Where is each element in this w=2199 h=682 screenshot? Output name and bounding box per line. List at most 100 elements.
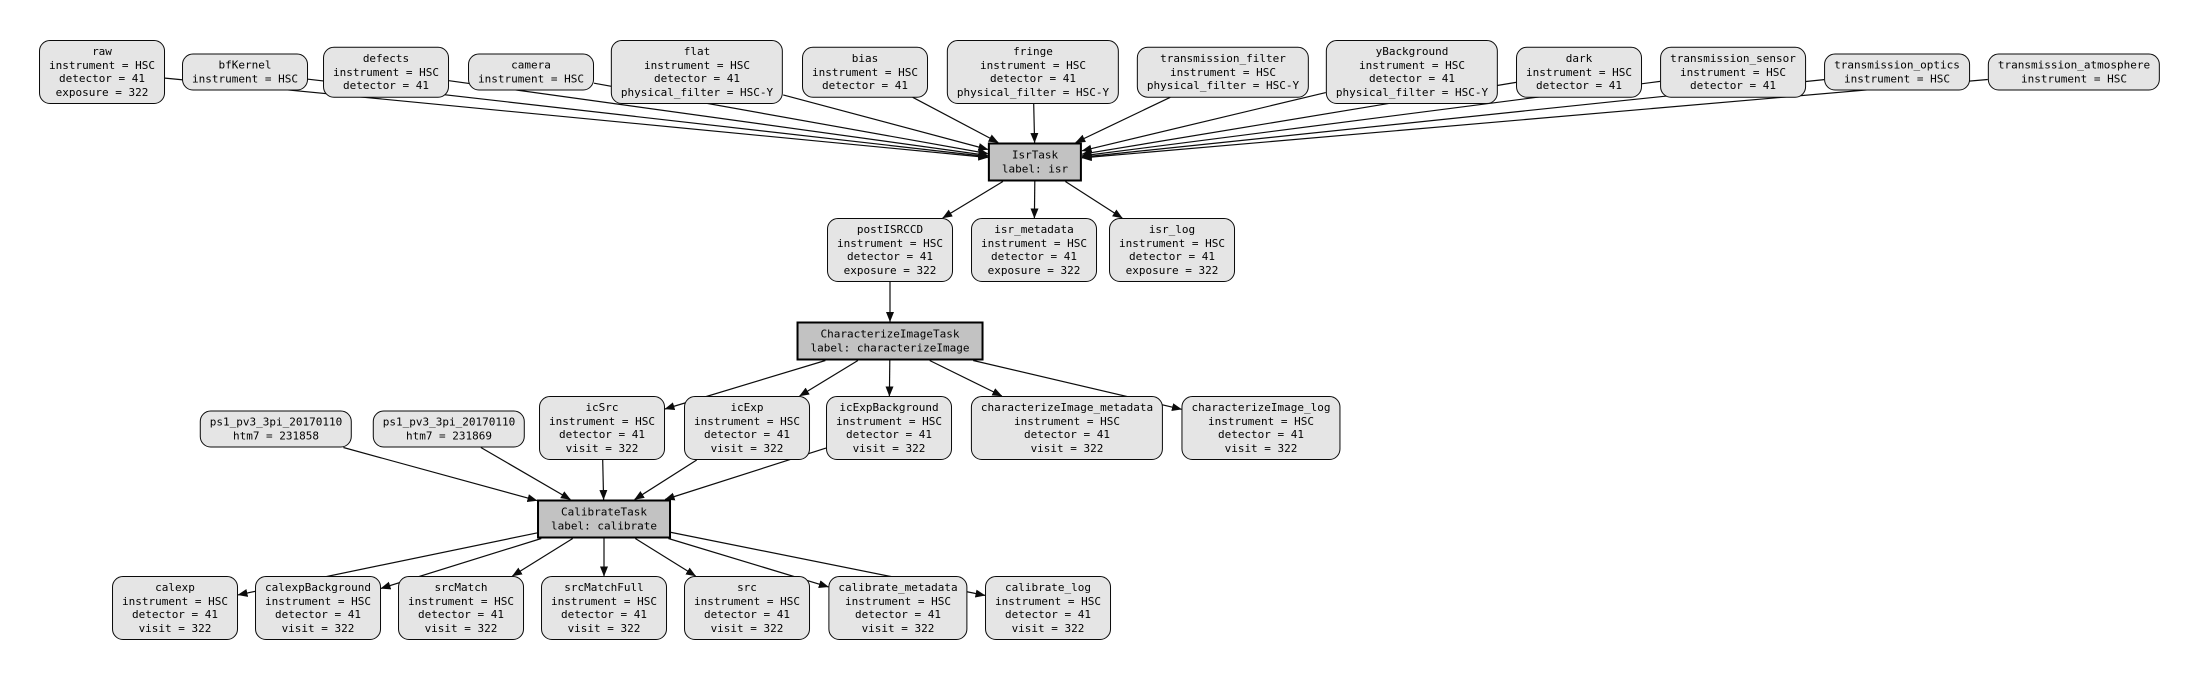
node-attr: instrument = HSC — [981, 236, 1087, 250]
node-title: calexpBackground — [265, 581, 371, 594]
node-attr: detector = 41 — [1689, 78, 1777, 92]
edge-bias-to-isr — [912, 96, 999, 144]
edge-calibrate-to-src — [634, 537, 697, 577]
node-attr: instrument = HSC — [333, 65, 439, 79]
node-attr: detector = 41 — [1004, 608, 1092, 621]
node-attr: instrument = HSC — [551, 594, 657, 608]
node-attr: instrument = HSC — [980, 58, 1086, 72]
node-title: ps1_pv3_3pi_20170110 — [209, 415, 343, 429]
node-title: src — [737, 581, 757, 594]
node-attr: detector = 41 — [560, 608, 648, 621]
node-title: defects — [362, 51, 410, 65]
node-attr: visit = 322 — [565, 441, 639, 455]
edge-yBackground-to-isr — [1081, 92, 1326, 153]
node-title: characterizeImage_metadata — [980, 401, 1154, 414]
node-attr: instrument = HSC — [49, 58, 155, 72]
node-title: srcMatchFull — [564, 581, 644, 594]
node-attr: instrument = HSC — [694, 594, 800, 608]
node-attr: htm7 = 231858 — [232, 429, 320, 442]
node-title: isr_metadata — [994, 223, 1074, 236]
node-title: characterizeImage_log — [1191, 401, 1331, 414]
edge-characterizeImage-to-icExp — [799, 359, 859, 397]
node-attr: visit = 322 — [861, 621, 935, 635]
node-attr: label: isr — [1001, 162, 1069, 175]
node-attr: visit = 322 — [281, 621, 355, 635]
node-title: transmission_filter — [1160, 51, 1286, 65]
node-title: isr_log — [1148, 223, 1196, 236]
edge-ps1_231869-to-calibrate — [480, 446, 571, 501]
node-title: flat — [683, 45, 711, 58]
node-attr: instrument = HSC — [644, 58, 750, 72]
node-attr: detector = 41 — [274, 608, 362, 621]
node-title: icExp — [730, 401, 764, 414]
node-title: IsrTask — [1011, 148, 1059, 162]
node-attr: visit = 322 — [710, 621, 784, 635]
node-attr: detector = 41 — [990, 250, 1078, 263]
node-attr: instrument = HSC — [192, 72, 298, 85]
node-title: raw — [92, 45, 112, 58]
node-title: srcMatch — [434, 581, 488, 594]
node-title: CalibrateTask — [560, 505, 648, 519]
node-title: transmission_atmosphere — [1997, 58, 2151, 72]
node-attr: detector = 41 — [703, 608, 791, 621]
node-attr: detector = 41 — [1128, 250, 1216, 263]
node-attr: instrument = HSC — [408, 594, 514, 608]
node-title: transmission_optics — [1834, 58, 1960, 72]
node-attr: visit = 322 — [710, 441, 784, 455]
node-title: transmission_sensor — [1670, 51, 1796, 65]
node-attr: instrument = HSC — [694, 414, 800, 428]
node-attr: detector = 41 — [417, 608, 505, 621]
node-attr: exposure = 322 — [55, 85, 149, 99]
node-attr: exposure = 322 — [1125, 263, 1219, 277]
node-attr: detector = 41 — [131, 608, 219, 621]
edge-ps1_231858-to-calibrate — [343, 446, 538, 502]
node-attr: detector = 41 — [845, 428, 933, 441]
node-attr: visit = 322 — [1030, 441, 1104, 455]
node-attr: visit = 322 — [1011, 621, 1085, 635]
node-attr: instrument = HSC — [1119, 236, 1225, 250]
node-attr: detector = 41 — [58, 72, 146, 85]
node-attr: visit = 322 — [424, 621, 498, 635]
node-attr: detector = 41 — [342, 78, 430, 92]
node-attr: instrument = HSC — [478, 72, 584, 85]
node-attr: detector = 41 — [1217, 428, 1305, 441]
node-attr: instrument = HSC — [265, 594, 371, 608]
node-title: calibrate_metadata — [838, 581, 958, 594]
node-attr: physical_filter = HSC-Y — [1335, 85, 1489, 99]
node-title: bias — [851, 51, 879, 65]
node-attr: instrument = HSC — [1359, 58, 1465, 72]
edge-isr-to-isr_log — [1065, 180, 1123, 219]
node-attr: detector = 41 — [1368, 72, 1456, 85]
node-title: ps1_pv3_3pi_20170110 — [382, 415, 516, 429]
edge-transmission_filter-to-isr — [1075, 96, 1171, 144]
node-attr: instrument = HSC — [812, 65, 918, 79]
node-attr: detector = 41 — [1023, 428, 1111, 441]
node-title: postISRCCD — [856, 223, 924, 236]
node-attr: visit = 322 — [567, 621, 641, 635]
node-attr: instrument = HSC — [1014, 414, 1120, 428]
edge-icExp-to-calibrate — [634, 459, 698, 501]
node-attr: detector = 41 — [653, 72, 741, 85]
node-title: dark — [1565, 51, 1593, 65]
edge-icSrc-to-calibrate — [599, 459, 608, 500]
node-title: calexp — [155, 581, 195, 594]
node-attr: instrument = HSC — [837, 236, 943, 250]
